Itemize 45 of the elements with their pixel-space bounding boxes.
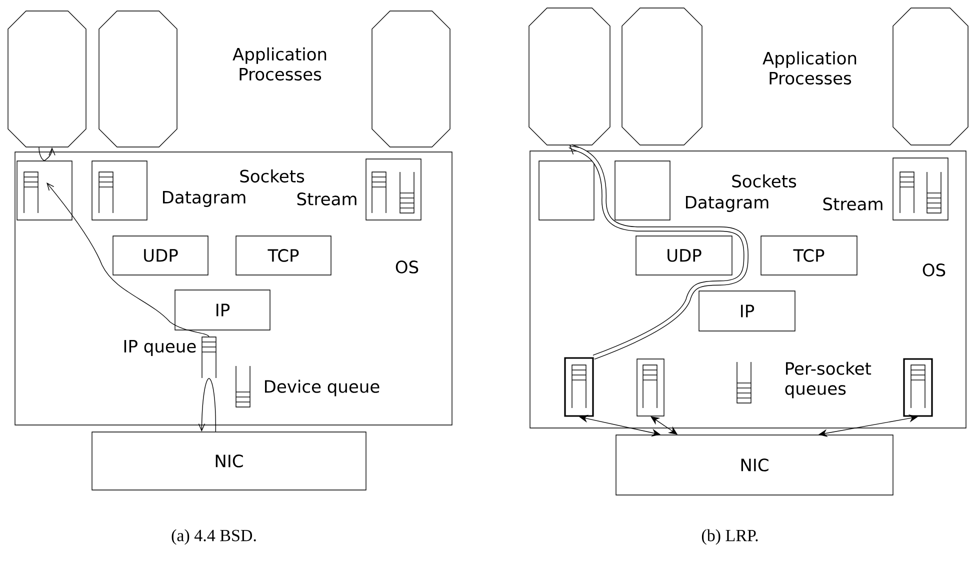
caption: (b) LRP. [702,529,758,545]
protocol-box: UDP [636,236,732,276]
queue-label: Device queue [265,380,380,396]
protocol-box: UDP [112,236,208,276]
socket-label: Stream [823,198,882,210]
queue-symbol [736,362,752,404]
socket-box [366,158,422,220]
process-octagon [98,10,178,148]
line [208,378,216,432]
arrow [44,147,56,161]
double-arrow [569,144,748,360]
process-octagon [8,10,86,148]
process-octagon [892,8,968,146]
heading-label: Application Processes [762,51,856,85]
socket-label: Datagram [686,196,768,212]
socket-box [16,160,72,220]
protocol-box: TCP [760,236,858,276]
arrow [46,182,210,337]
process-octagon [372,10,450,148]
process-octagon [528,8,610,146]
queue-box [636,358,664,416]
socket-label: Stream [297,192,356,206]
process-octagon [622,8,702,146]
queue-box [903,358,933,417]
caption: (a) 4.4 BSD. [172,529,256,545]
queue-label: IP queue [124,340,196,356]
queue-symbol [202,336,216,378]
socket-box [92,160,148,220]
nic-box: NIC [616,434,894,496]
socket-box [892,158,948,220]
section-label: Sockets [732,174,796,188]
section-label: Sockets [240,169,304,183]
protocol-box: TCP [236,236,332,276]
line [38,147,45,161]
socket-box [538,160,594,220]
nic-box: NIC [92,432,366,490]
protocol-box: IP [174,290,270,330]
queue-label: Per-socket queues [785,362,872,398]
socket-label: Datagram [163,191,246,207]
queue-symbol [236,366,250,408]
queue-box [564,357,594,417]
protocol-box: IP [698,290,796,332]
arrow [198,378,210,432]
heading-label: Application Processes [232,47,326,81]
socket-box [614,160,670,220]
